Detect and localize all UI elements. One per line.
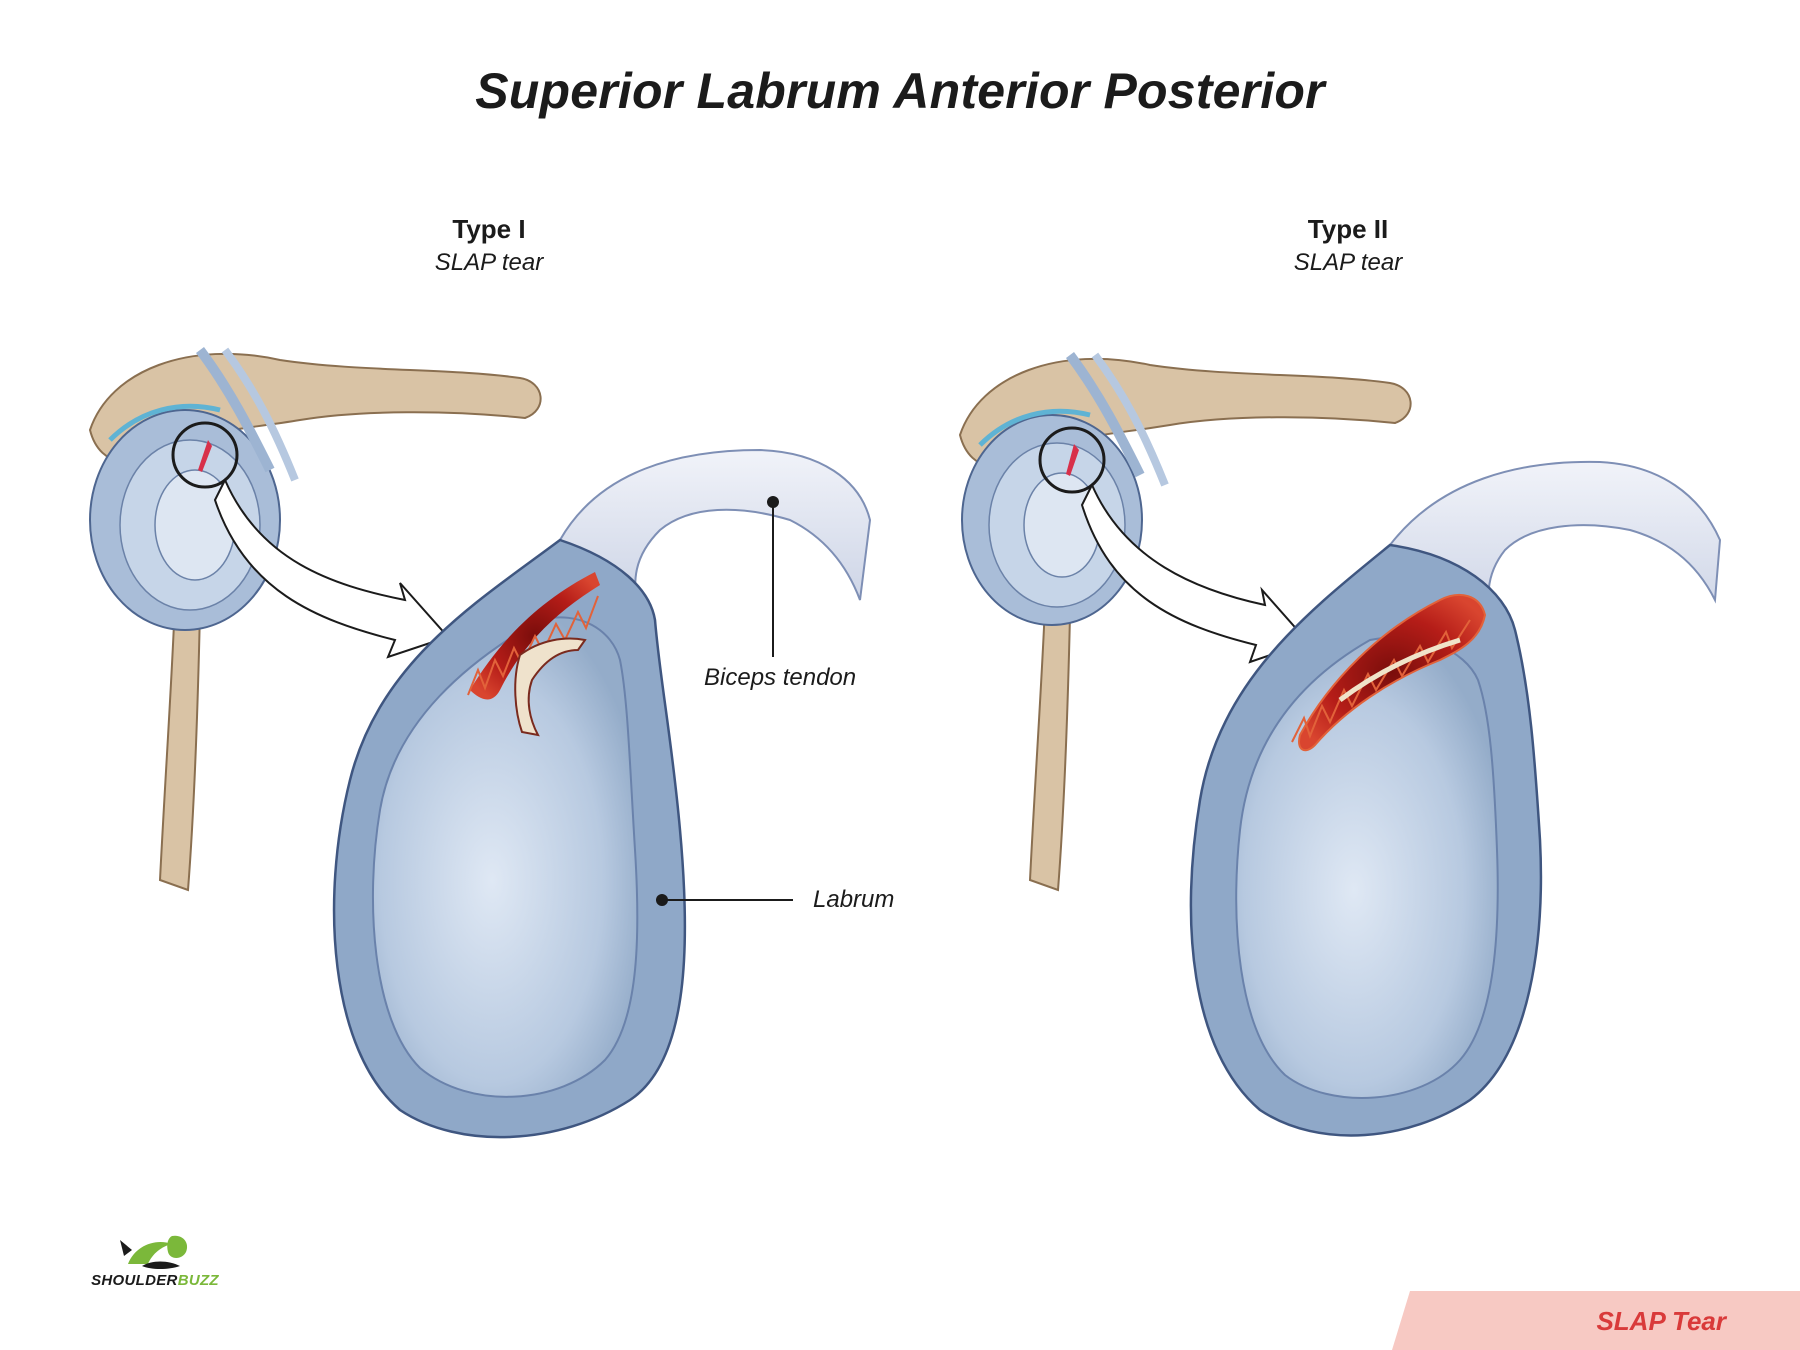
labrum-rim-accent <box>108 403 221 442</box>
callout-label-labrum: Labrum <box>813 886 895 913</box>
panel-heading-type-1: Type I SLAP tear <box>309 214 669 277</box>
panel-subtitle: SLAP tear <box>434 249 544 276</box>
zoom-circle <box>171 421 239 489</box>
detached-labrum-edge <box>1338 637 1461 703</box>
panel-type-label: Type II <box>1307 214 1389 244</box>
glenoid-detail-type-1 <box>332 448 872 1139</box>
logo-mark-icon <box>120 1235 188 1269</box>
logo-brand-accent: BUZZ <box>177 1272 219 1289</box>
footer-band <box>1392 1291 1800 1350</box>
tear-detachment <box>1298 594 1487 752</box>
shoulder-overview-type-2 <box>958 352 1412 892</box>
scapula-bone <box>158 598 202 892</box>
labrum-rim-accent <box>978 408 1091 447</box>
callout-label-biceps-tendon: Biceps tendon <box>704 664 857 691</box>
ligament-band <box>1065 352 1145 478</box>
shoulderbuzz-logo: SHOULDERBUZZ <box>80 1226 230 1289</box>
torn-flap <box>514 637 587 737</box>
biceps-tendon <box>558 448 872 624</box>
glenoid-face <box>371 616 639 1098</box>
shoulder-overview-type-1 <box>88 347 542 892</box>
tear-marker <box>198 440 212 472</box>
scapula-bone <box>1028 603 1072 892</box>
panel-heading-type-2: Type II SLAP tear <box>1168 214 1528 277</box>
panel-subtitle: SLAP tear <box>1293 249 1403 276</box>
zoom-circle <box>1038 426 1106 494</box>
logo-wordmark: SHOULDERBUZZ <box>80 1272 230 1289</box>
glenoid-face <box>1235 636 1499 1099</box>
logo-brand-main: SHOULDER <box>91 1272 178 1289</box>
glenoid-detail-type-2 <box>1189 460 1722 1137</box>
zoom-arrow <box>213 477 450 659</box>
page-title: Superior Labrum Anterior Posterior <box>475 63 1325 119</box>
panel-type-label: Type I <box>452 214 526 244</box>
ligament-band <box>1091 352 1169 487</box>
ligament-band <box>221 347 299 482</box>
tear-marker <box>1066 444 1079 476</box>
ligament-band <box>195 347 275 473</box>
footer-label: SLAP Tear <box>1596 1306 1726 1336</box>
